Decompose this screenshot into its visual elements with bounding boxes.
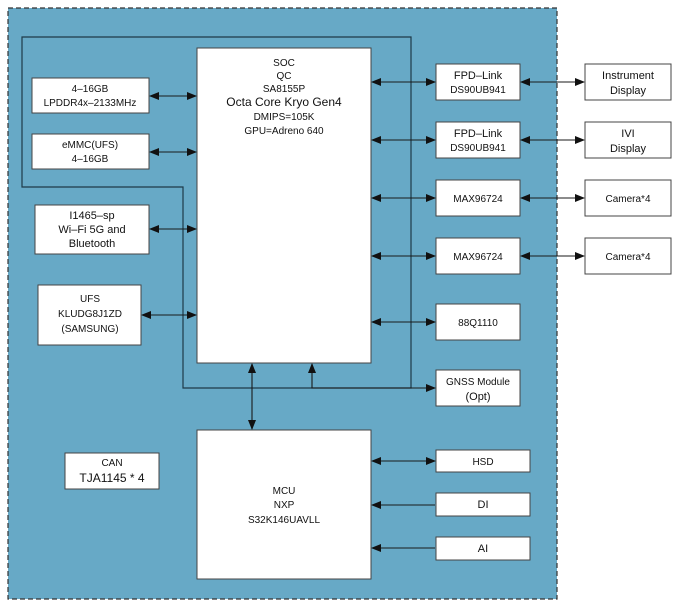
block-label: Display: [610, 85, 647, 97]
block-label: 4–16GB: [72, 84, 109, 95]
instrument-display-block[interactable]: Instrument Display: [584, 63, 672, 101]
block-label: (SAMSUNG): [61, 324, 118, 335]
block-label: MAX96724: [453, 194, 503, 205]
soc-line: SOC: [273, 58, 295, 69]
mcu-line: NXP: [274, 500, 295, 511]
soc-line: Octa Core Kryo Gen4: [226, 95, 342, 109]
block-label: DS90UB941: [450, 143, 506, 154]
block-label: Instrument: [602, 70, 654, 82]
fpd-link-2-block[interactable]: FPD–Link DS90UB941: [435, 121, 521, 159]
lpddr-block[interactable]: 4–16GB LPDDR4x–2133MHz: [31, 77, 150, 114]
block-label: MAX96724: [453, 252, 503, 263]
can-block[interactable]: CAN TJA1145 * 4: [64, 452, 160, 490]
soc-line: SA8155P: [263, 84, 306, 95]
88q1110-block[interactable]: 88Q1110: [435, 303, 521, 341]
block-label: Bluetooth: [69, 238, 115, 250]
mcu-line: MCU: [273, 486, 296, 497]
block-label: FPD–Link: [454, 70, 503, 82]
max96724-2-block[interactable]: MAX96724: [435, 237, 521, 275]
ufs-block[interactable]: UFS KLUDG8J1ZD (SAMSUNG): [37, 284, 142, 346]
di-block[interactable]: DI: [435, 492, 531, 517]
block-label: GNSS Module: [446, 377, 510, 388]
block-label: IVI: [621, 128, 634, 140]
camera-1-block[interactable]: Camera*4: [584, 179, 672, 217]
block-label: TJA1145 * 4: [79, 471, 144, 485]
ivi-display-block[interactable]: IVI Display: [584, 121, 672, 159]
block-label: Camera*4: [605, 194, 650, 205]
block-label: AI: [478, 543, 488, 555]
block-label: FPD–Link: [454, 128, 503, 140]
soc-line: GPU=Adreno 640: [244, 126, 324, 137]
soc-line: DMIPS=105K: [254, 112, 315, 123]
gnss-module-block[interactable]: GNSS Module (Opt): [435, 369, 521, 407]
block-label: (Opt): [465, 391, 490, 403]
block-label: Wi–Fi 5G and: [58, 224, 125, 236]
mcu-block[interactable]: MCU NXP S32K146UAVLL: [196, 429, 372, 580]
wifi-block[interactable]: I1465–sp Wi–Fi 5G and Bluetooth: [34, 204, 150, 255]
block-label: HSD: [472, 457, 493, 468]
block-label: 88Q1110: [458, 318, 498, 329]
block-label: LPDDR4x–2133MHz: [44, 98, 137, 109]
ai-block[interactable]: AI: [435, 536, 531, 561]
bus-loop-line: [21, 36, 412, 389]
block-label: eMMC(UFS): [62, 140, 118, 151]
block-label: DI: [478, 499, 489, 511]
fpd-link-1-block[interactable]: FPD–Link DS90UB941: [435, 63, 521, 101]
emmc-block[interactable]: eMMC(UFS) 4–16GB: [31, 133, 150, 170]
soc-block[interactable]: SOC QC SA8155P Octa Core Kryo Gen4 DMIPS…: [196, 47, 372, 364]
block-label: 4–16GB: [72, 154, 109, 165]
block-label: I1465–sp: [69, 210, 114, 222]
block-label: DS90UB941: [450, 85, 506, 96]
camera-2-block[interactable]: Camera*4: [584, 237, 672, 275]
soc-gnss-connector: [308, 363, 436, 392]
block-label: CAN: [101, 458, 122, 469]
block-label: Camera*4: [605, 252, 650, 263]
soc-line: QC: [277, 71, 292, 82]
block-label: KLUDG8J1ZD: [58, 309, 122, 320]
hsd-block[interactable]: HSD: [435, 449, 531, 473]
block-label: UFS: [80, 294, 100, 305]
mcu-line: S32K146UAVLL: [248, 515, 321, 526]
block-label: Display: [610, 143, 647, 155]
max96724-1-block[interactable]: MAX96724: [435, 179, 521, 217]
